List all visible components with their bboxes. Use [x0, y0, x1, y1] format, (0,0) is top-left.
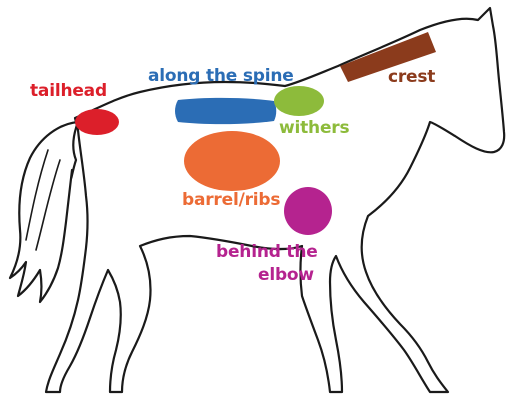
horse-tail-strand — [26, 150, 60, 250]
crest-label: crest — [388, 67, 435, 87]
along-the-spine-marker — [175, 98, 276, 124]
tailhead-marker — [75, 109, 119, 135]
behind-the-elbow-label-line1: behind the — [216, 242, 318, 262]
tailhead-label: tailhead — [30, 81, 107, 101]
withers-label: withers — [279, 118, 349, 138]
behind-the-elbow-marker — [284, 187, 332, 235]
barrel-ribs-label: barrel/ribs — [182, 190, 280, 210]
withers-marker — [274, 86, 324, 116]
along-the-spine-label: along the spine — [148, 66, 294, 86]
barrel-ribs-marker — [184, 131, 280, 191]
behind-the-elbow-label-line2: elbow — [258, 265, 314, 285]
horse-tail-outline — [10, 122, 78, 302]
